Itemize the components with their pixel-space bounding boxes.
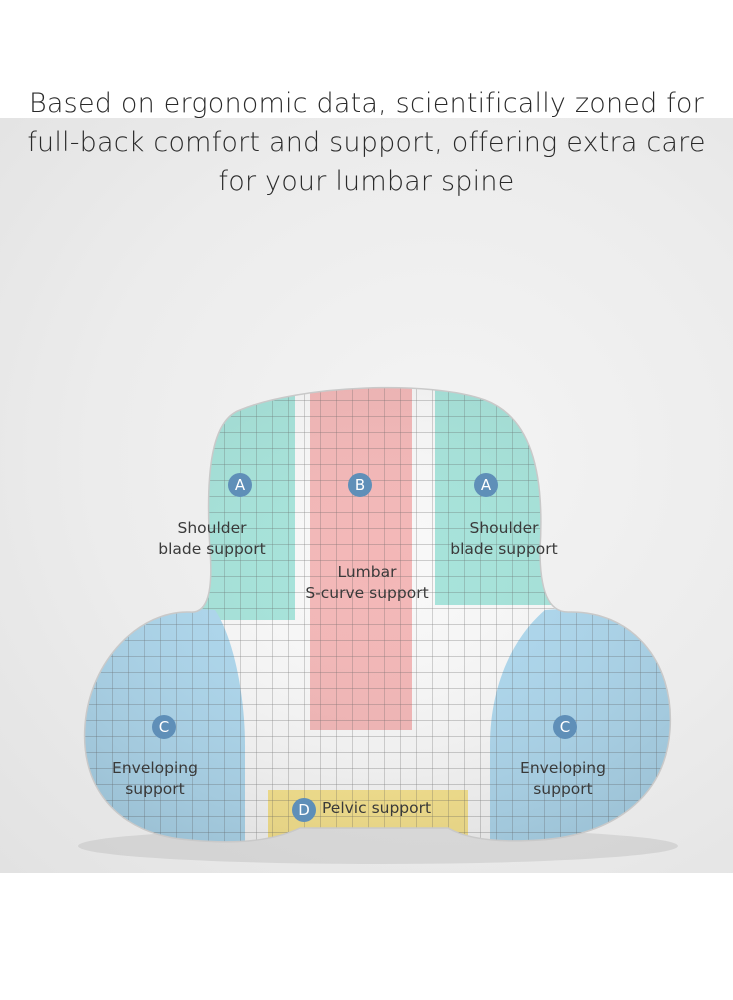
- top-background: [0, 0, 733, 118]
- headline: Based on ergonomic data, scientifically …: [0, 84, 733, 201]
- label-enveloping-right: Enveloping support: [503, 758, 623, 800]
- label-enveloping-right-line-2: support: [533, 780, 593, 798]
- label-shoulder-left-line-1: Shoulder: [177, 519, 247, 537]
- label-shoulder-right-line-2: blade support: [450, 540, 558, 558]
- pillow-outline: [83, 386, 672, 843]
- bottom-background: [0, 873, 733, 1000]
- headline-line-1: Based on ergonomic data, scientifically …: [29, 88, 704, 119]
- zone-badge-b: B: [348, 473, 372, 497]
- label-enveloping-left: Enveloping support: [95, 758, 215, 800]
- headline-line-3: for your lumbar spine: [218, 166, 515, 197]
- label-enveloping-right-line-1: Enveloping: [520, 759, 606, 777]
- label-enveloping-left-line-2: support: [125, 780, 185, 798]
- headline-line-2: full-back comfort and support, offering …: [27, 127, 706, 158]
- label-shoulder-left-line-2: blade support: [158, 540, 266, 558]
- zone-badge-d: D: [292, 798, 316, 822]
- zone-badge-a-left: A: [228, 473, 252, 497]
- zone-badge-c-right: C: [553, 715, 577, 739]
- label-shoulder-right-line-1: Shoulder: [469, 519, 539, 537]
- label-shoulder-left: Shoulder blade support: [142, 518, 282, 560]
- label-lumbar: Lumbar S-curve support: [294, 562, 440, 604]
- label-enveloping-left-line-1: Enveloping: [112, 759, 198, 777]
- zone-badge-a-right: A: [474, 473, 498, 497]
- label-pelvic: Pelvic support: [322, 799, 432, 817]
- label-shoulder-right: Shoulder blade support: [434, 518, 574, 560]
- label-lumbar-line-1: Lumbar: [337, 563, 397, 581]
- label-lumbar-line-2: S-curve support: [305, 584, 429, 602]
- zone-badge-c-left: C: [152, 715, 176, 739]
